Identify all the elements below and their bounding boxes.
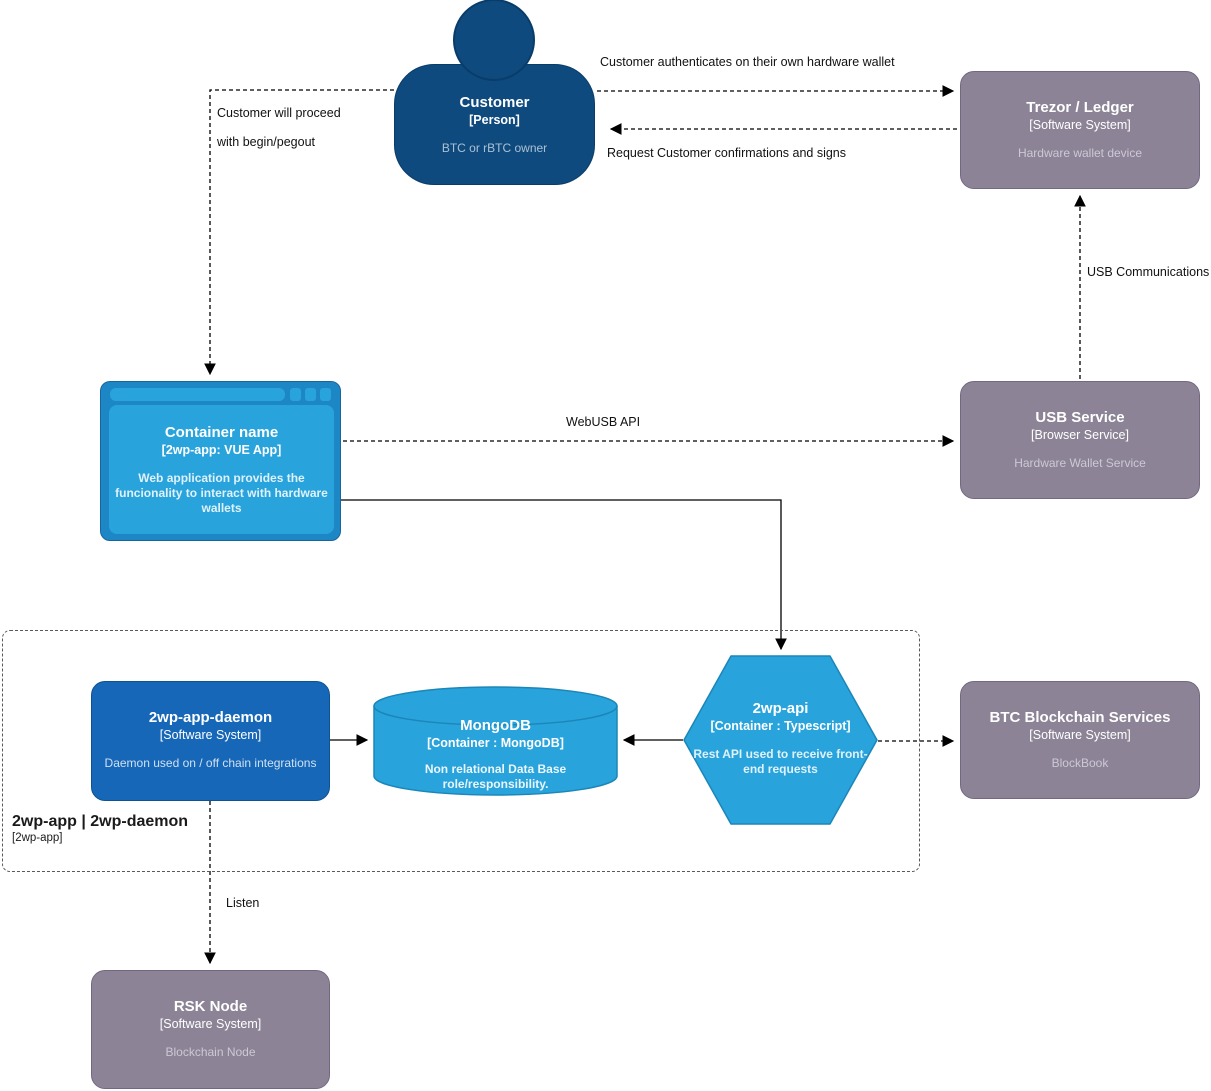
edge-customer-proceed (204, 89, 394, 376)
edge-label-usb-communications: USB Communications (1087, 265, 1210, 279)
edge-label-proceed-2: with begin/pegout (217, 135, 315, 149)
daemon-type: [Software System] (159, 728, 262, 742)
mongodb-node: MongoDB [Container : MongoDB] Non relati… (373, 686, 618, 796)
trezor-type: [Software System] (1029, 118, 1131, 132)
edge-webapp-to-api (341, 499, 787, 651)
browser-address-bar (110, 388, 285, 401)
mongodb-text: MongoDB [Container : MongoDB] Non relati… (373, 686, 618, 792)
webapp-desc: Web application provides the funcionalit… (115, 471, 328, 515)
database-cylinder-icon (373, 686, 618, 796)
webapp-content: Container name [2wp-app: VUE App] Web ap… (109, 405, 334, 534)
usb-desc: Hardware Wallet Service (1014, 456, 1146, 470)
api-title: 2wp-api (752, 700, 809, 717)
rsk-title: RSK Node (173, 998, 248, 1015)
customer-title: Customer (459, 94, 530, 111)
btc-services-node: BTC Blockchain Services [Software System… (960, 681, 1200, 799)
hexagon-icon (683, 655, 878, 825)
usb-service-node: USB Service [Browser Service] Hardware W… (960, 381, 1200, 499)
boundary-subtitle: [2wp-app] (12, 832, 63, 844)
rsk-desc: Blockchain Node (165, 1045, 256, 1059)
edge-label-proceed-1: Customer will proceed (217, 106, 341, 120)
edge-label-webusb: WebUSB API (566, 415, 641, 429)
daemon-title: 2wp-app-daemon (148, 709, 273, 726)
edge-label-authenticates: Customer authenticates on their own hard… (600, 55, 895, 69)
trezor-ledger-node: Trezor / Ledger [Software System] Hardwa… (960, 71, 1200, 189)
rsk-type: [Software System] (159, 1017, 262, 1031)
api-desc: Rest API used to receive front-end reque… (693, 747, 868, 776)
webapp-title: Container name (164, 424, 279, 441)
btc-type: [Software System] (1029, 728, 1131, 742)
daemon-desc: Daemon used on / off chain integrations (104, 756, 317, 770)
api-text: 2wp-api [Container : Typescript] Rest AP… (683, 655, 878, 777)
daemon-node: 2wp-app-daemon [Software System] Daemon … (91, 681, 330, 801)
mongodb-title: MongoDB (460, 717, 531, 734)
edge-label-listen: Listen (226, 896, 260, 910)
usb-type: [Browser Service] (1031, 428, 1129, 442)
customer-desc: BTC or rBTC owner (441, 141, 548, 155)
mongodb-type: [Container : MongoDB] (427, 736, 564, 750)
browser-title-bar (101, 382, 340, 405)
edge-label-confirmations: Request Customer confirmations and signs (607, 146, 847, 160)
api-type: [Container : Typescript] (710, 719, 851, 733)
browser-button-icon (290, 388, 301, 401)
trezor-title: Trezor / Ledger (1026, 99, 1134, 116)
webapp-type: [2wp-app: VUE App] (161, 443, 282, 457)
usb-title: USB Service (1035, 409, 1125, 426)
api-node: 2wp-api [Container : Typescript] Rest AP… (683, 655, 878, 825)
btc-title: BTC Blockchain Services (989, 709, 1171, 726)
customer-type: [Person] (469, 113, 520, 127)
webapp-node: Container name [2wp-app: VUE App] Web ap… (100, 381, 341, 541)
btc-desc: BlockBook (1051, 756, 1109, 770)
boundary-title: 2wp-app | 2wp-daemon (12, 813, 189, 830)
person-head-icon (453, 0, 535, 81)
browser-button-icon (305, 388, 316, 401)
browser-button-icon (320, 388, 331, 401)
rsk-node: RSK Node [Software System] Blockchain No… (91, 970, 330, 1089)
trezor-desc: Hardware wallet device (1017, 146, 1143, 160)
customer-node: Customer [Person] BTC or rBTC owner (394, 64, 595, 185)
mongodb-desc: Non relational Data Base role/responsibi… (424, 762, 567, 791)
boundary-label: 2wp-app | 2wp-daemon [2wp-app] (12, 812, 188, 845)
